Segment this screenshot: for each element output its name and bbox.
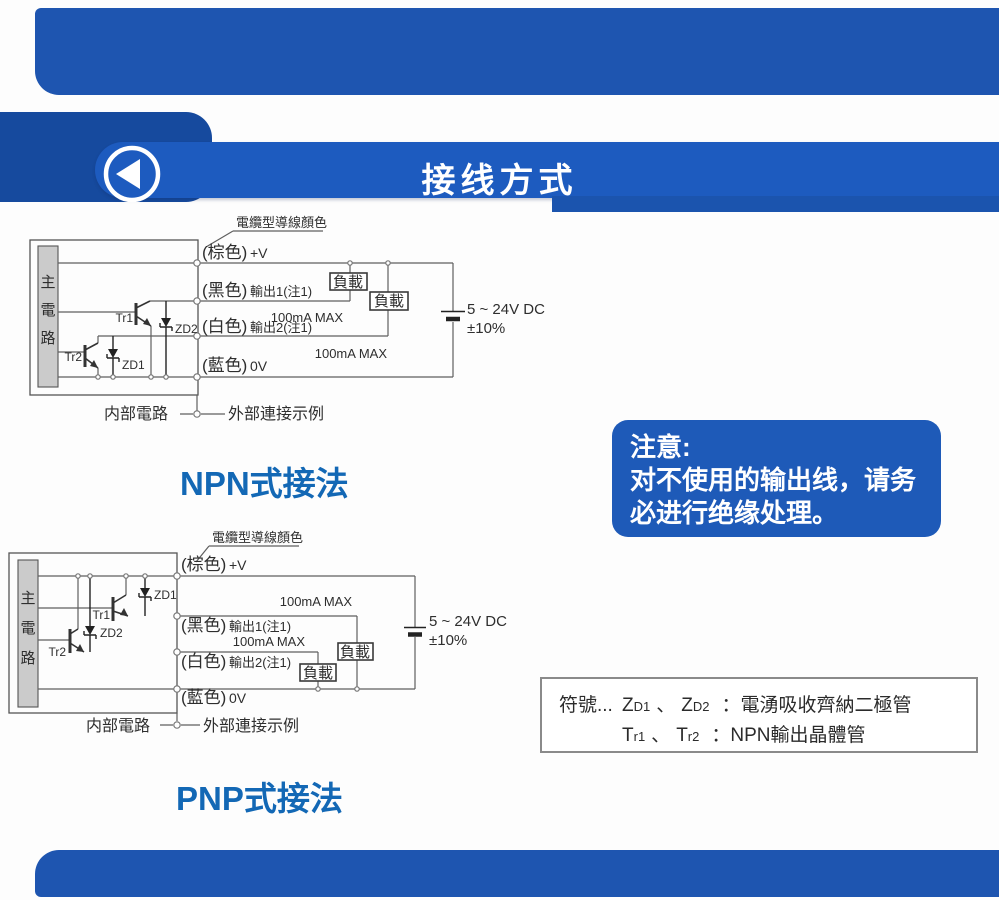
pnp-wire-white-sub: 輸出2(注1): [229, 655, 291, 670]
npn-wire-brown: (棕色): [202, 243, 247, 262]
pnp-cable-color-note: 電纜型導線顏色: [212, 530, 303, 545]
legend-prefix: 符號...: [559, 695, 613, 716]
npn-main-circuit-char2: 電: [40, 302, 55, 319]
npn-zener-zd1: [106, 336, 120, 377]
pnp-wire-brown-sub: +V: [229, 557, 247, 573]
npn-wire-brown-sub: +V: [250, 245, 268, 261]
npn-load2-label: 負載: [374, 293, 404, 310]
note-box: 注意: 对不使用的输出线，请务 必进行绝缘处理。: [612, 420, 941, 537]
npn-terminals: [95, 259, 391, 418]
npn-supply-voltage: 5 ~ 24V DC: [467, 301, 545, 318]
previous-slide-edge: [35, 8, 999, 95]
pnp-terminals: [75, 572, 360, 729]
pnp-transistor-tr1: [111, 594, 129, 621]
npn-supply-tolerance: ±10%: [467, 320, 505, 337]
pnp-main-circuit-char2: 電: [20, 620, 35, 637]
note-line-1: 注意:: [630, 432, 691, 462]
legend-zd-description: ：電湧吸收齊納二極管: [721, 695, 912, 716]
npn-zd2-label: ZD2: [175, 322, 198, 336]
pnp-wire-blue: (藍色): [181, 688, 226, 707]
pnp-zd1-label: ZD1: [154, 588, 177, 602]
pnp-zener-zd2: [83, 576, 97, 652]
legend-symbol-zd1: ZD1: [622, 695, 651, 716]
pnp-wire-blue-sub: 0V: [229, 690, 247, 706]
pnp-wires: [38, 545, 416, 726]
pnp-main-circuit-char1: 主: [20, 590, 35, 607]
npn-wire-blue-sub: 0V: [250, 358, 268, 374]
note-line-3: 必进行绝缘处理。: [630, 498, 839, 528]
npn-load1-label: 負載: [333, 274, 363, 291]
npn-main-circuit-bar: [37, 245, 59, 388]
npn-wiring-diagram: 主 電 路: [29, 215, 545, 423]
npn-transistor-tr2: [83, 342, 99, 369]
npn-zd1-label: ZD1: [122, 358, 145, 372]
pnp-battery: [404, 626, 426, 637]
pnp-zener-zd1: [138, 576, 152, 616]
pnp-wire-brown: (棕色): [181, 555, 226, 574]
pnp-section-title: PNP式接法: [176, 780, 343, 817]
pnp-load2-box: [299, 663, 337, 682]
back-button[interactable]: [102, 144, 162, 204]
npn-internal-circuit-label: 内部電路: [104, 405, 168, 423]
pnp-internal-circuit-box: [8, 552, 178, 714]
legend-separator-2: 、: [651, 725, 671, 746]
page-title: 接线方式: [421, 162, 578, 200]
legend-row-tr: Tr1、Tr2 ：NPN輸出晶體管: [559, 721, 976, 751]
pnp-wiring-diagram: 主 電 路: [8, 530, 507, 735]
npn-max-current-1: 100mA MAX: [271, 310, 344, 325]
next-slide-edge: [35, 850, 999, 897]
npn-wire-white: (白色): [202, 317, 247, 336]
npn-zener-zd2: [159, 301, 173, 377]
pnp-supply-voltage: 5 ~ 24V DC: [429, 613, 507, 630]
legend-box: 符號...ZD1、ZD2：電湧吸收齊納二極管 Tr1、Tr2：NPN輸出晶體管: [540, 677, 978, 753]
pnp-internal-circuit-label: 内部電路: [86, 717, 150, 735]
npn-tr1-label: Tr1: [115, 311, 133, 325]
legend-symbol-zd2: ZD2: [681, 695, 710, 716]
npn-main-circuit-char3: 路: [40, 330, 55, 347]
npn-tr2-label: Tr2: [64, 350, 82, 364]
npn-wire-black-sub: 輸出1(注1): [250, 284, 312, 299]
pnp-zd2-label: ZD2: [100, 626, 123, 640]
pnp-tr1-label: Tr1: [92, 608, 110, 622]
pnp-wire-black-sub: 輸出1(注1): [229, 619, 291, 634]
legend-separator: 、: [656, 695, 676, 716]
pnp-external-connection-label: 外部連接示例: [203, 717, 299, 735]
legend-row-zd: 符號... ZD1、ZD2 ：電湧吸收齊納二極管: [559, 691, 976, 721]
pnp-max-current-2: 100mA MAX: [233, 634, 306, 649]
header-step-strip: [552, 196, 999, 212]
pnp-load1-label: 負載: [340, 644, 370, 661]
legend-symbol-tr1: Tr1: [622, 725, 646, 746]
pnp-max-current-1: 100mA MAX: [280, 594, 353, 609]
pnp-main-circuit-bar: [17, 559, 39, 708]
pnp-tr2-label: Tr2: [48, 645, 66, 659]
pnp-main-circuit-char3: 路: [20, 650, 35, 667]
npn-load1-box: [329, 272, 368, 291]
pnp-load1-box: [337, 642, 374, 661]
npn-wires: [58, 230, 454, 415]
npn-section-title: NPN式接法: [180, 465, 349, 502]
npn-external-connection-label: 外部連接示例: [228, 405, 324, 423]
npn-wire-black: (黑色): [202, 281, 247, 300]
pnp-transistor-tr2: [68, 628, 85, 653]
pnp-load2-label: 負載: [303, 665, 333, 682]
legend-tr-description: ：NPN輸出晶體管: [711, 725, 866, 746]
npn-load2-box: [369, 291, 409, 311]
npn-internal-circuit-box: [29, 239, 199, 396]
npn-main-circuit-char1: 主: [40, 274, 55, 291]
legend-symbol-tr2: Tr2: [676, 725, 700, 746]
pnp-wire-black: (黑色): [181, 616, 226, 635]
note-line-2: 对不使用的输出线，请务: [630, 465, 917, 495]
pnp-supply-tolerance: ±10%: [429, 632, 467, 649]
npn-battery: [441, 310, 465, 322]
pnp-wire-white: (白色): [181, 652, 226, 671]
header-bar: [95, 142, 999, 198]
npn-wire-blue: (藍色): [202, 356, 247, 375]
npn-transistor-tr1: [134, 300, 152, 327]
npn-cable-color-note: 電纜型導線顏色: [236, 215, 327, 230]
npn-wire-white-sub: 輸出2(注1): [250, 320, 312, 335]
npn-max-current-2: 100mA MAX: [315, 346, 388, 361]
back-icon: [103, 145, 161, 203]
